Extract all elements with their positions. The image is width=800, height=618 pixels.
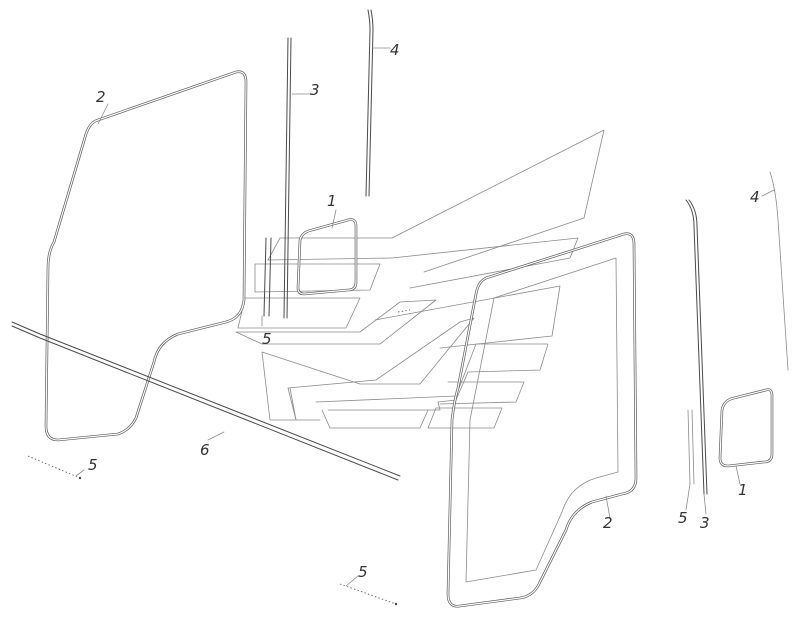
callout-2-left: 2 (96, 88, 106, 106)
callout-1-center: 1 (327, 192, 337, 210)
callout-3-left: 3 (310, 81, 320, 99)
vent-window-seal-center (296, 218, 358, 296)
glass-channel-3-right (685, 199, 708, 495)
callout-5-left: 5 (88, 456, 98, 474)
callout-labels: 2 3 4 1 5 6 5 5 2 4 1 5 3 (88, 41, 760, 581)
cab-side-panel-outline (235, 129, 605, 429)
vent-window-seal-right (718, 388, 774, 468)
glass-channel-4-right (769, 171, 789, 371)
callout-5-center: 5 (262, 330, 272, 348)
glass-channel-3-left (283, 37, 292, 319)
seal-strip-5 (27, 237, 695, 606)
door-seal-left (44, 70, 248, 442)
callout-4-left: 4 (390, 41, 400, 59)
door-seal-right (446, 232, 638, 608)
callout-1-right: 1 (738, 481, 748, 499)
seal-strip-6 (11, 321, 401, 481)
callout-2-right: 2 (603, 514, 613, 532)
callout-5-bottom: 5 (358, 563, 368, 581)
callout-6: 6 (200, 441, 210, 459)
callout-5-right: 5 (678, 509, 688, 527)
glass-channel-4-left (365, 9, 374, 197)
callout-4-right: 4 (750, 188, 760, 206)
leader-lines (75, 47, 775, 587)
callout-3-right: 3 (700, 514, 710, 532)
